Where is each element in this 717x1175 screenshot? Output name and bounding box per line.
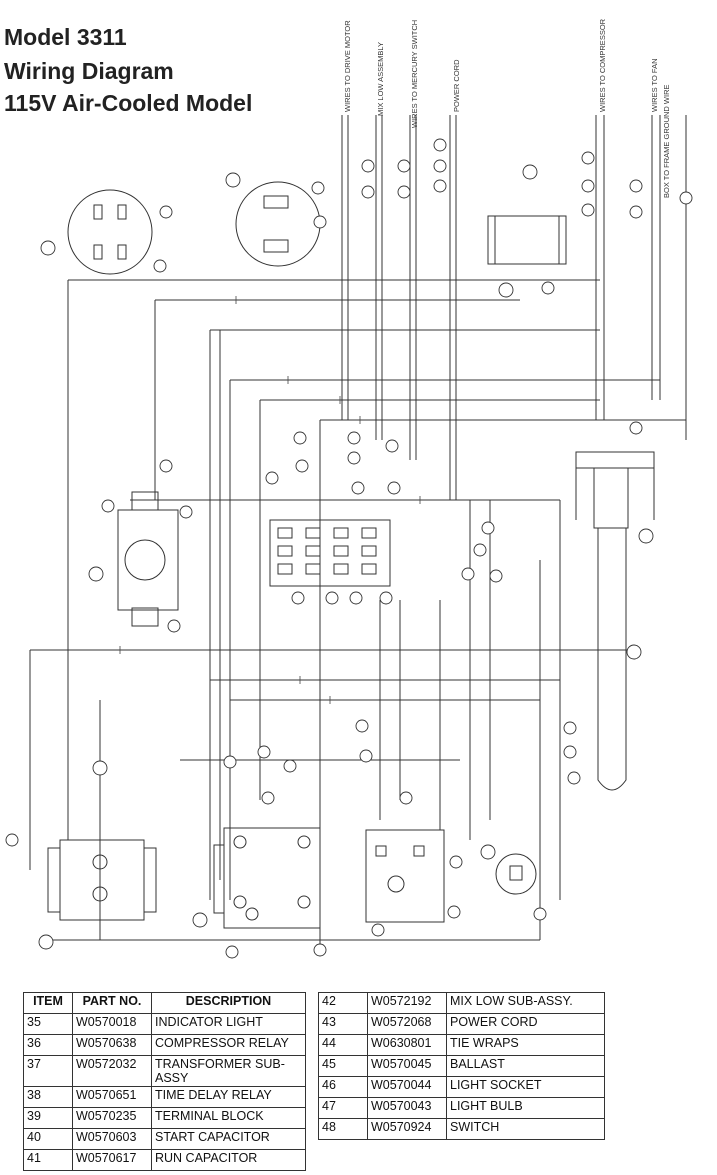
- wire-label-compressor: WIRES TO COMPRESSOR: [598, 18, 607, 112]
- cell-part-no: W0572068: [367, 1013, 447, 1035]
- cell-part-no: W0570044: [367, 1076, 447, 1098]
- cell-part-no: W0570043: [367, 1097, 447, 1119]
- cell-item: 46: [318, 1076, 368, 1098]
- title-voltage: 115V Air-Cooled Model: [4, 90, 253, 116]
- relay-circle-right: [235, 181, 321, 267]
- cell-description: LIGHT BULB: [446, 1097, 605, 1119]
- header-part-no: PART NO.: [72, 992, 152, 1014]
- cell-item: 36: [23, 1034, 73, 1056]
- ballast: [593, 467, 629, 529]
- cell-item: 44: [318, 1034, 368, 1056]
- cell-part-no: W0572032: [72, 1055, 152, 1087]
- cell-description: TERMINAL BLOCK: [151, 1107, 306, 1129]
- cell-item: 40: [23, 1128, 73, 1150]
- cell-item: 37: [23, 1055, 73, 1087]
- wiring-diagram: [5, 115, 693, 959]
- wire-label-power-cord: POWER CORD: [452, 59, 461, 113]
- cell-description: LIGHT SOCKET: [446, 1076, 605, 1098]
- cell-item: 38: [23, 1086, 73, 1108]
- wire-label-fan: WIRES TO FAN: [650, 58, 659, 112]
- run-capacitor: [223, 827, 321, 929]
- wire-label-drive-motor: WIRES TO DRIVE MOTOR: [343, 20, 352, 112]
- cell-part-no: W0570018: [72, 1013, 152, 1035]
- header-description: DESCRIPTION: [151, 992, 306, 1014]
- switch: [495, 853, 537, 895]
- cell-part-no: W0570603: [72, 1128, 152, 1150]
- cell-description: MIX LOW SUB-ASSY.: [446, 992, 605, 1014]
- time-delay-relay: [365, 829, 445, 923]
- wire-label-ground: BOX TO FRAME GROUND WIRE: [662, 84, 671, 198]
- title-diagram: Wiring Diagram: [4, 58, 174, 84]
- terminal-block: [269, 519, 391, 587]
- cell-description: INDICATOR LIGHT: [151, 1013, 306, 1035]
- title-model: Model 3311: [4, 24, 127, 50]
- light-bulb: [597, 528, 627, 791]
- cell-part-no: W0570235: [72, 1107, 152, 1129]
- cell-part-no: W0570617: [72, 1149, 152, 1171]
- cell-description: TIME DELAY RELAY: [151, 1086, 306, 1108]
- header-item: ITEM: [23, 992, 73, 1014]
- start-capacitor: [59, 839, 145, 921]
- cell-description: TRANSFORMER SUB-ASSY: [151, 1055, 306, 1087]
- cell-item: 43: [318, 1013, 368, 1035]
- cell-part-no: W0570651: [72, 1086, 152, 1108]
- wire-label-mix-low: MIX LOW ASSEMBLY: [376, 41, 385, 116]
- cell-description: TIE WRAPS: [446, 1034, 605, 1056]
- cell-description: START CAPACITOR: [151, 1128, 306, 1150]
- wire-label-mercury-switch: WIRES TO MERCURY SWITCH: [410, 19, 419, 128]
- cell-item: 41: [23, 1149, 73, 1171]
- cell-description: COMPRESSOR RELAY: [151, 1034, 306, 1056]
- cell-item: 48: [318, 1118, 368, 1140]
- compressor-relay: [117, 509, 179, 611]
- relay-circle-left: [67, 189, 153, 275]
- cell-item: 39: [23, 1107, 73, 1129]
- cell-item: 42: [318, 992, 368, 1014]
- cell-part-no: W0570924: [367, 1118, 447, 1140]
- cell-part-no: W0570638: [72, 1034, 152, 1056]
- cell-description: RUN CAPACITOR: [151, 1149, 306, 1171]
- cell-description: POWER CORD: [446, 1013, 605, 1035]
- cell-part-no: W0630801: [367, 1034, 447, 1056]
- cell-description: BALLAST: [446, 1055, 605, 1077]
- cell-item: 45: [318, 1055, 368, 1077]
- cell-part-no: W0572192: [367, 992, 447, 1014]
- cell-item: 35: [23, 1013, 73, 1035]
- transformer: [487, 215, 567, 265]
- cell-description: SWITCH: [446, 1118, 605, 1140]
- cell-item: 47: [318, 1097, 368, 1119]
- cell-part-no: W0570045: [367, 1055, 447, 1077]
